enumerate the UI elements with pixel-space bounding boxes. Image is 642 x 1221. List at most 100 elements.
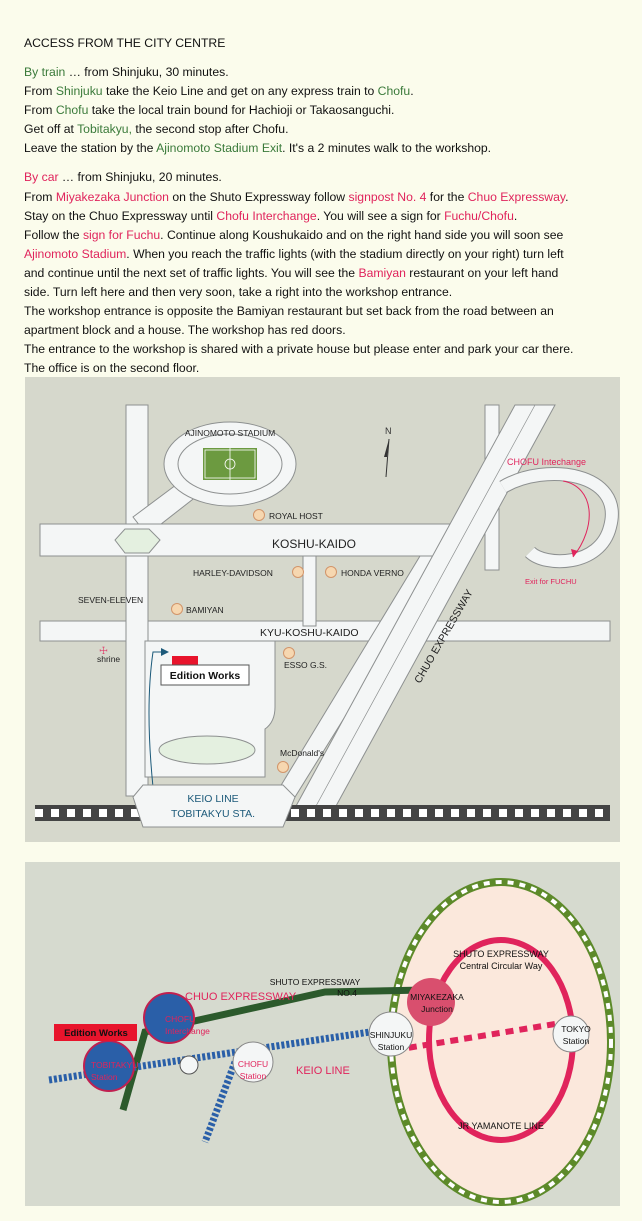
shrine-label: shrine	[97, 654, 120, 664]
t: take the local train bound for Hachioji …	[88, 103, 395, 117]
edition-works-sign	[54, 1024, 137, 1041]
keio-line	[48, 1028, 371, 1084]
train-line-2: From Chofu take the local train bound fo…	[24, 101, 634, 120]
tobitakyu-label-2: Station	[91, 1072, 118, 1082]
t: restaurant on your left hand	[405, 266, 559, 280]
car-intro: By car … from Shinjuku, 20 minutes.	[24, 168, 634, 187]
t: Tobitakyu,	[77, 122, 132, 136]
t: Leave the station by the	[24, 141, 157, 155]
t: .	[410, 84, 414, 98]
honda-label: HONDA VERNO	[341, 568, 404, 578]
mcdonalds-label: McDonald's	[280, 748, 324, 758]
car-line-3: Follow the sign for Fuchu. Continue alon…	[24, 226, 634, 245]
t: Stay on the Chuo Expressway until	[24, 209, 217, 223]
t: on the Shuto Expressway follow	[168, 190, 349, 204]
regional-map: SHUTO EXPRESSWAY Central Circular Way SH…	[25, 862, 620, 1206]
t: for the	[426, 190, 468, 204]
tobitakyu-label: TOBITAKYU STA.	[171, 808, 255, 820]
interchange-route-arrow	[562, 480, 590, 558]
train-intro: By train … from Shinjuku, 30 minutes.	[24, 63, 634, 82]
train-label: By train	[24, 65, 66, 79]
bamiyan-label: BAMIYAN	[186, 605, 224, 615]
shuto-circular-label: SHUTO EXPRESSWAY	[453, 949, 549, 959]
t: . You will see a sign for	[316, 209, 445, 223]
t: Chuo Expressway	[467, 190, 566, 204]
intersection	[114, 528, 161, 554]
shinjuku-label: SHINJUKU	[370, 1030, 413, 1040]
t: Follow the	[24, 228, 83, 242]
harley-dot	[292, 566, 304, 578]
road-harley	[302, 555, 317, 627]
car-line-7: The workshop entrance is opposite the Ba…	[24, 304, 554, 318]
keio-branch	[201, 1060, 239, 1144]
t: the second stop after Chofu.	[131, 122, 289, 136]
edition-works-sign-label: Edition Works	[64, 1028, 128, 1039]
tobitakyu-label: TOBITAKYU	[91, 1060, 138, 1070]
chuo-expressway-label: CHUO EXPRESSWAY	[185, 991, 297, 1003]
car-label: By car	[24, 170, 59, 184]
landmark-dots	[171, 509, 337, 773]
chofu-label: CHOFU	[238, 1059, 268, 1069]
t: Bamiyan	[358, 266, 406, 280]
car-line-4: Ajinomoto Stadium. When you reach the tr…	[24, 245, 634, 264]
royal-host-dot	[253, 509, 265, 521]
train-intro-text: … from Shinjuku, 30 minutes.	[65, 65, 229, 79]
shinjuku-station-circle	[368, 1011, 414, 1057]
koshu-kaido-label: KOSHU-KAIDO	[272, 537, 356, 551]
car-intro-text: … from Shinjuku, 20 minutes.	[58, 170, 222, 184]
shinjuku-label-2: Station	[378, 1042, 405, 1052]
t: Miyakezaka Junction	[55, 190, 169, 204]
keio-line-label: KEIO LINE	[296, 1065, 350, 1077]
t: Get off at	[24, 122, 78, 136]
chofu-interchange-label: CHOFU Intechange	[507, 457, 586, 467]
road-kyu-koshu-kaido	[39, 620, 611, 642]
car-line-8: apartment block and a house. The worksho…	[24, 323, 346, 337]
page-title: ACCESS FROM THE CITY CENTRE	[24, 36, 226, 50]
edition-works-box	[160, 664, 250, 686]
t: Chofu	[377, 84, 411, 98]
keio-line-label: KEIO LINE	[187, 793, 238, 805]
t: Fuchu/Chofu	[444, 209, 514, 223]
t: From	[24, 190, 56, 204]
miyakezaka-label: MIYAKEZAKA	[410, 992, 464, 1002]
t: Shinjuku	[55, 84, 103, 98]
expressway-divider	[309, 404, 536, 818]
t: .	[565, 190, 569, 204]
car-line-6: side. Turn left here and then very soon,…	[24, 285, 453, 299]
t: . It's a 2 minutes walk to the workshop.	[282, 141, 492, 155]
esso-label: ESSO G.S.	[284, 660, 327, 670]
t: . Continue along Koushukaido and on the …	[160, 228, 564, 242]
t: Chofu	[55, 103, 89, 117]
t: signpost No. 4	[348, 190, 427, 204]
yamanote-dashes	[389, 880, 613, 1204]
route-arrowhead	[571, 549, 578, 557]
keio-junction-dot	[179, 1055, 199, 1075]
car-line-1: From Miyakezaka Junction on the Shuto Ex…	[24, 188, 634, 207]
miyakezaka-label-2: Junction	[421, 1004, 453, 1014]
t: take the Keio Line and get on any expres…	[102, 84, 378, 98]
kyu-koshu-kaido-label: KYU-KOSHU-KAIDO	[260, 627, 359, 639]
stadium-label: AJINOMOTO STADIUM	[185, 428, 275, 438]
shuto-circular-label-2: Central Circular Way	[460, 961, 543, 971]
t: From	[24, 103, 56, 117]
chofu-ic-label: CHOFU	[165, 1014, 195, 1024]
north-arrow-icon	[384, 438, 390, 478]
t: . When you reach the traffic lights (wit…	[126, 247, 564, 261]
car-line-9: The entrance to the workshop is shared w…	[24, 342, 574, 356]
train-line-1: From Shinjuku take the Keio Line and get…	[24, 82, 634, 101]
harley-label: HARLEY-DAVIDSON	[193, 568, 273, 578]
t: From	[24, 84, 56, 98]
t: Chofu Interchange	[216, 209, 317, 223]
t: and continue until the next set of traff…	[24, 266, 359, 280]
chofu-label-2: Station	[240, 1071, 267, 1081]
tokyo-label-2: Station	[563, 1036, 590, 1046]
miyakezaka-circle	[407, 978, 455, 1026]
station-plaza	[158, 735, 256, 765]
car-line-10: The office is on the second floor.	[24, 361, 200, 375]
esso-dot	[283, 647, 295, 659]
shrine-icon: ☩	[99, 646, 108, 657]
edition-works-label: Edition Works	[170, 670, 241, 682]
tokyo-station-circle	[552, 1015, 590, 1053]
royal-host-label: ROYAL HOST	[269, 511, 323, 521]
t: sign for Fuchu	[82, 228, 161, 242]
